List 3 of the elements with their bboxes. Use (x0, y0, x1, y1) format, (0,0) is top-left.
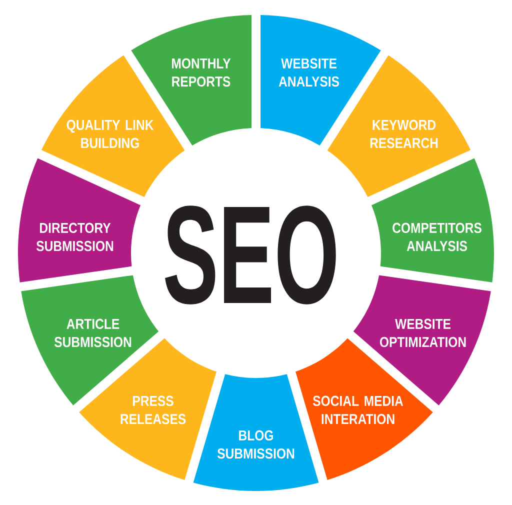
ring-segment: DIRECTORY SUBMISSION (18, 158, 140, 282)
ring-segment: COMPETITORS ANALYSIS (372, 158, 494, 282)
center-label: SEO (165, 206, 336, 304)
